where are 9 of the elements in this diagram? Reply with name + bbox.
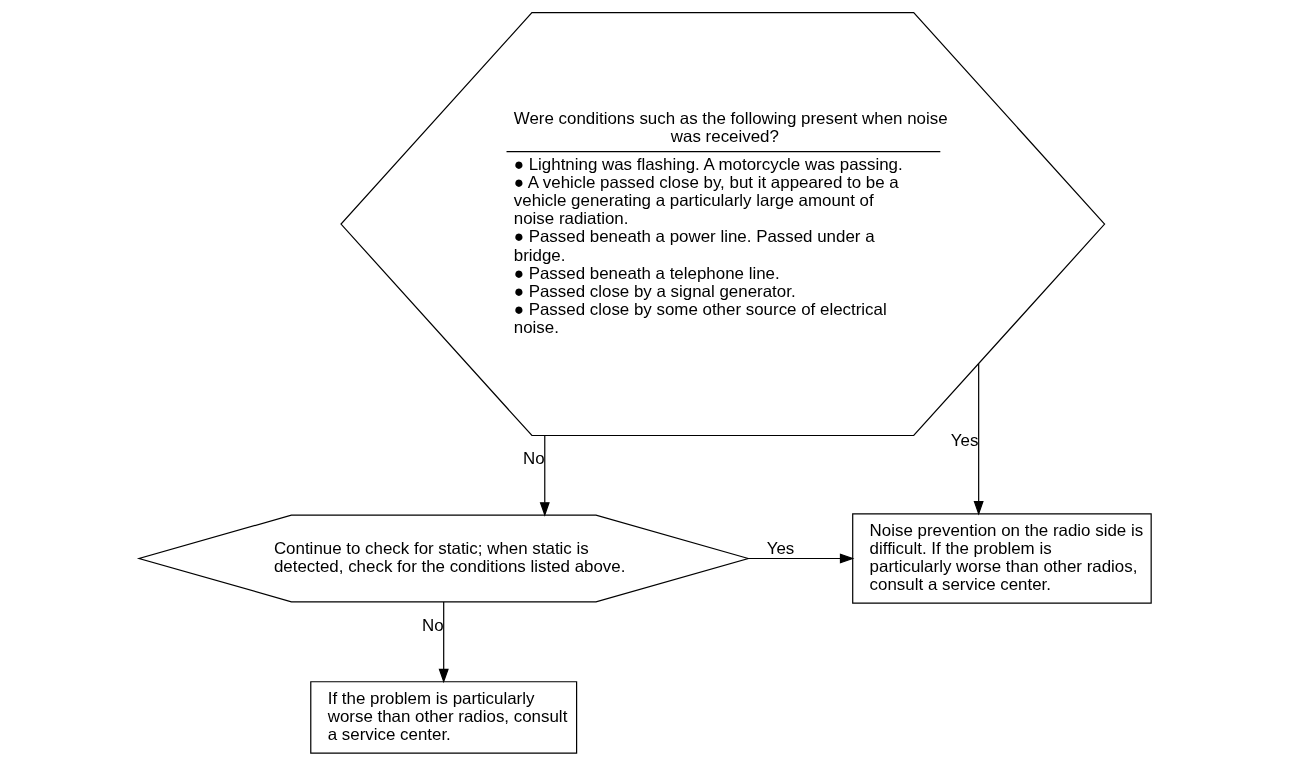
edge-label: No bbox=[523, 449, 545, 469]
arrow bbox=[438, 601, 449, 684]
arrow bbox=[747, 553, 855, 564]
node-box: If the problem is particularly worse than other radios, consult a service center. bbox=[310, 681, 578, 754]
edge-label: Yes bbox=[766, 538, 795, 558]
arrow bbox=[973, 363, 984, 516]
arrow bbox=[539, 434, 550, 517]
node-box: Noise prevention on the radio side is difficult. If the problem is particularly worse than other radios, consult a service center. bbox=[852, 513, 1152, 604]
edge-label: No bbox=[421, 616, 444, 636]
